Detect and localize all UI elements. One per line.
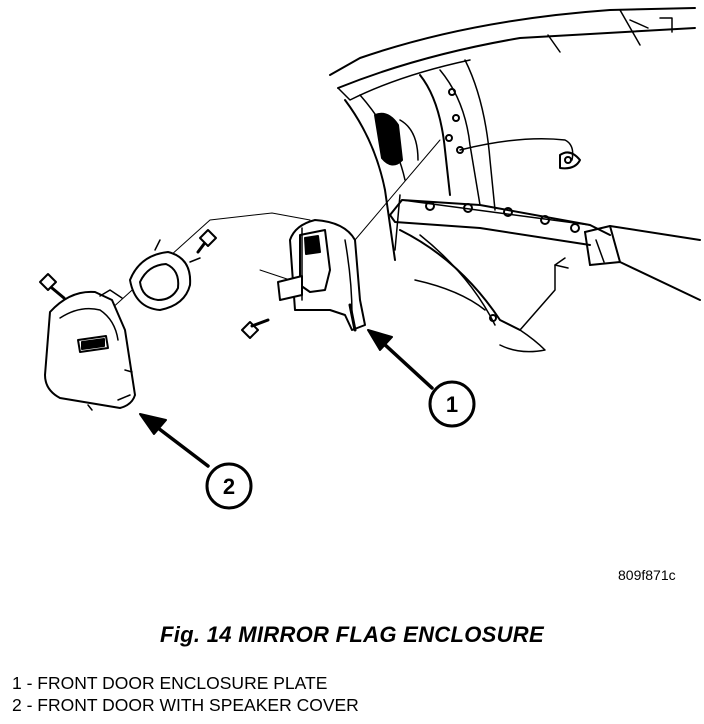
callout-1-number: 1 bbox=[446, 392, 458, 417]
door-frame bbox=[329, 7, 696, 261]
door-inner-beam bbox=[389, 194, 701, 353]
speaker-cover bbox=[44, 289, 136, 411]
speaker-bracket bbox=[129, 239, 201, 311]
callout-1-circle bbox=[428, 380, 476, 428]
screw-top-icon bbox=[196, 229, 217, 254]
legend-item: 1 - FRONT DOOR ENCLOSURE PLATE bbox=[12, 673, 328, 693]
image-id: 809f871c bbox=[618, 567, 676, 583]
screw-left-icon bbox=[39, 273, 66, 300]
callout-1-arrow bbox=[367, 329, 434, 390]
mirror-flag-enclosure-diagram: 1 2 bbox=[39, 7, 701, 510]
callout-2-number: 2 bbox=[223, 474, 235, 499]
callout-2-arrow bbox=[139, 413, 210, 468]
callout-2-circle bbox=[205, 462, 253, 510]
legend: 1 - FRONT DOOR ENCLOSURE PLATE 2 - FRONT… bbox=[12, 672, 359, 716]
enclosure-plate bbox=[277, 219, 366, 332]
screw-icon bbox=[241, 318, 270, 339]
figure-caption: Fig. 14 MIRROR FLAG ENCLOSURE bbox=[160, 622, 544, 647]
legend-item: 2 - FRONT DOOR WITH SPEAKER COVER bbox=[12, 695, 359, 715]
